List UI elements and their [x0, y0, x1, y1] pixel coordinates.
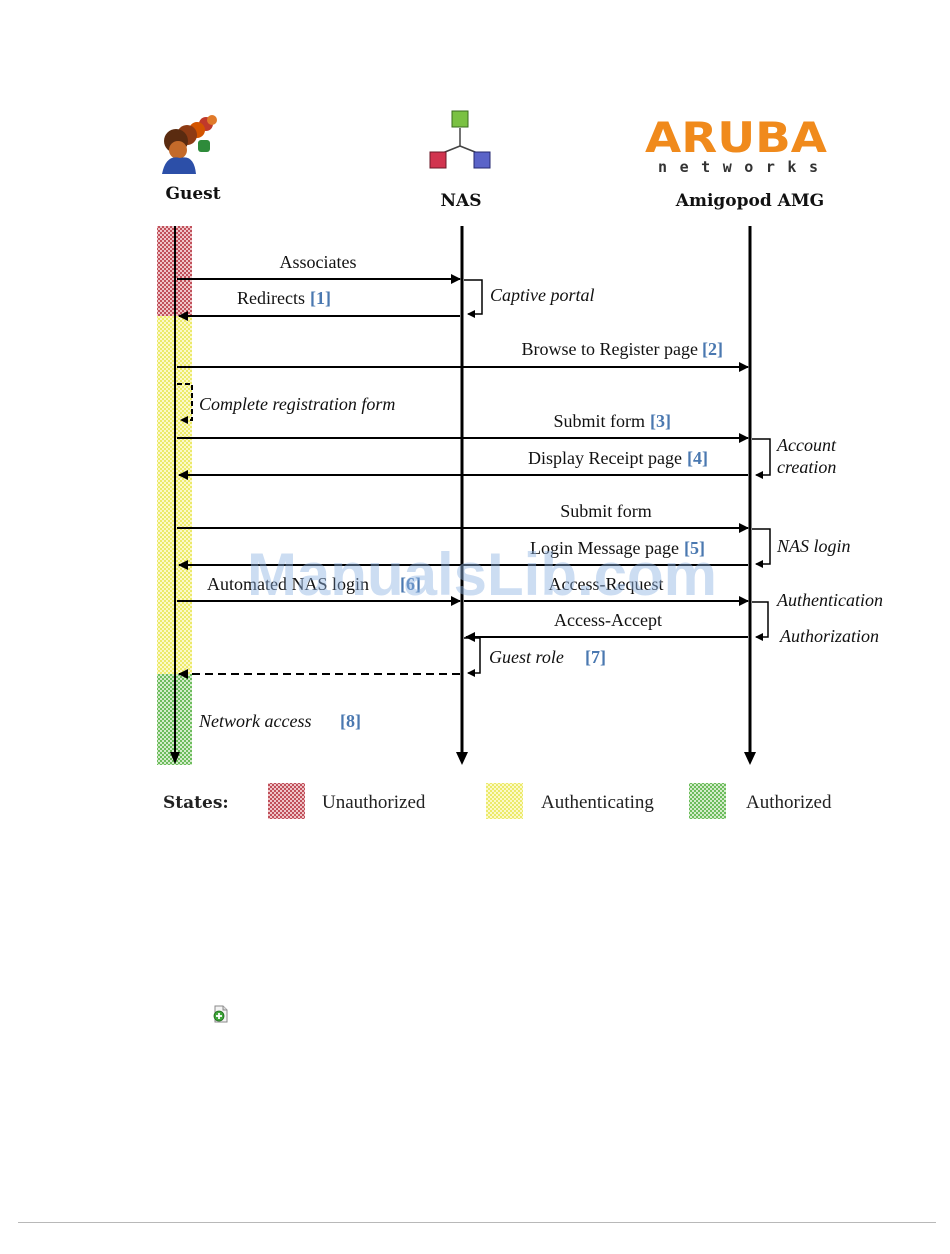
- aruba-networks-logo: ARUBA networks: [645, 113, 828, 176]
- bracket-captive-portal: [464, 279, 483, 318]
- msg-login-message: Login Message page: [530, 538, 679, 558]
- msg-display-receipt: Display Receipt page: [528, 448, 682, 468]
- watermark: ManualsLib.com: [247, 541, 717, 608]
- actor-guest-label: Guest: [165, 184, 220, 204]
- legend-swatch-unauthorized: [268, 783, 305, 819]
- bracket-complete-form: [177, 383, 193, 424]
- bracket-account-creation: [752, 438, 771, 479]
- msg-access-accept: Access-Accept: [554, 610, 662, 630]
- msg-redirects: Redirects: [237, 288, 305, 308]
- footer-divider: [18, 1222, 936, 1223]
- note-network-access: Network access: [198, 711, 311, 731]
- note-nas-login: NAS login: [776, 536, 851, 556]
- nas-icon: [429, 110, 491, 169]
- note-captive-portal: Captive portal: [490, 285, 595, 305]
- msg-browse: Browse to Register page: [522, 339, 698, 359]
- bracket-nas-login: [752, 528, 771, 568]
- note-creation: creation: [777, 457, 836, 477]
- msg-automated-nas-login: Automated NAS login: [207, 574, 369, 594]
- ref-1: [1]: [310, 288, 331, 308]
- note-guest-role: Guest role: [489, 647, 564, 667]
- actor-nas-label: NAS: [440, 191, 481, 211]
- ref-6: [6]: [400, 574, 421, 594]
- msg-associates: Associates: [280, 252, 357, 272]
- msg-access-request: Access-Request: [549, 574, 664, 594]
- legend-authenticating: Authenticating: [541, 792, 654, 813]
- legend-swatch-authenticating: [486, 783, 523, 819]
- note-authentication: Authentication: [776, 590, 883, 610]
- ref-4: [4]: [687, 448, 708, 468]
- msg-submit-form-2: Submit form: [560, 501, 652, 521]
- ref-8: [8]: [340, 711, 361, 731]
- actor-amg-label: Amigopod AMG: [675, 191, 824, 211]
- legend-unauthorized: Unauthorized: [322, 792, 426, 813]
- ref-2: [2]: [702, 339, 723, 359]
- note-authorization: Authorization: [779, 626, 879, 646]
- note-complete-form: Complete registration form: [199, 394, 395, 414]
- bracket-guest-role: [464, 637, 481, 677]
- ref-3: [3]: [650, 411, 671, 431]
- svg-text:ARUBA: ARUBA: [645, 113, 828, 162]
- ref-7: [7]: [585, 647, 606, 667]
- ref-5: [5]: [684, 538, 705, 558]
- add-page-icon[interactable]: [212, 1005, 230, 1023]
- legend-swatch-authorized: [689, 783, 726, 819]
- legend-authorized: Authorized: [746, 792, 832, 813]
- legend-title: States:: [163, 793, 229, 813]
- bracket-auth: [752, 601, 769, 641]
- guest-icon: [162, 115, 217, 174]
- msg-submit-form-1: Submit form: [553, 411, 645, 431]
- note-account: Account: [776, 435, 837, 455]
